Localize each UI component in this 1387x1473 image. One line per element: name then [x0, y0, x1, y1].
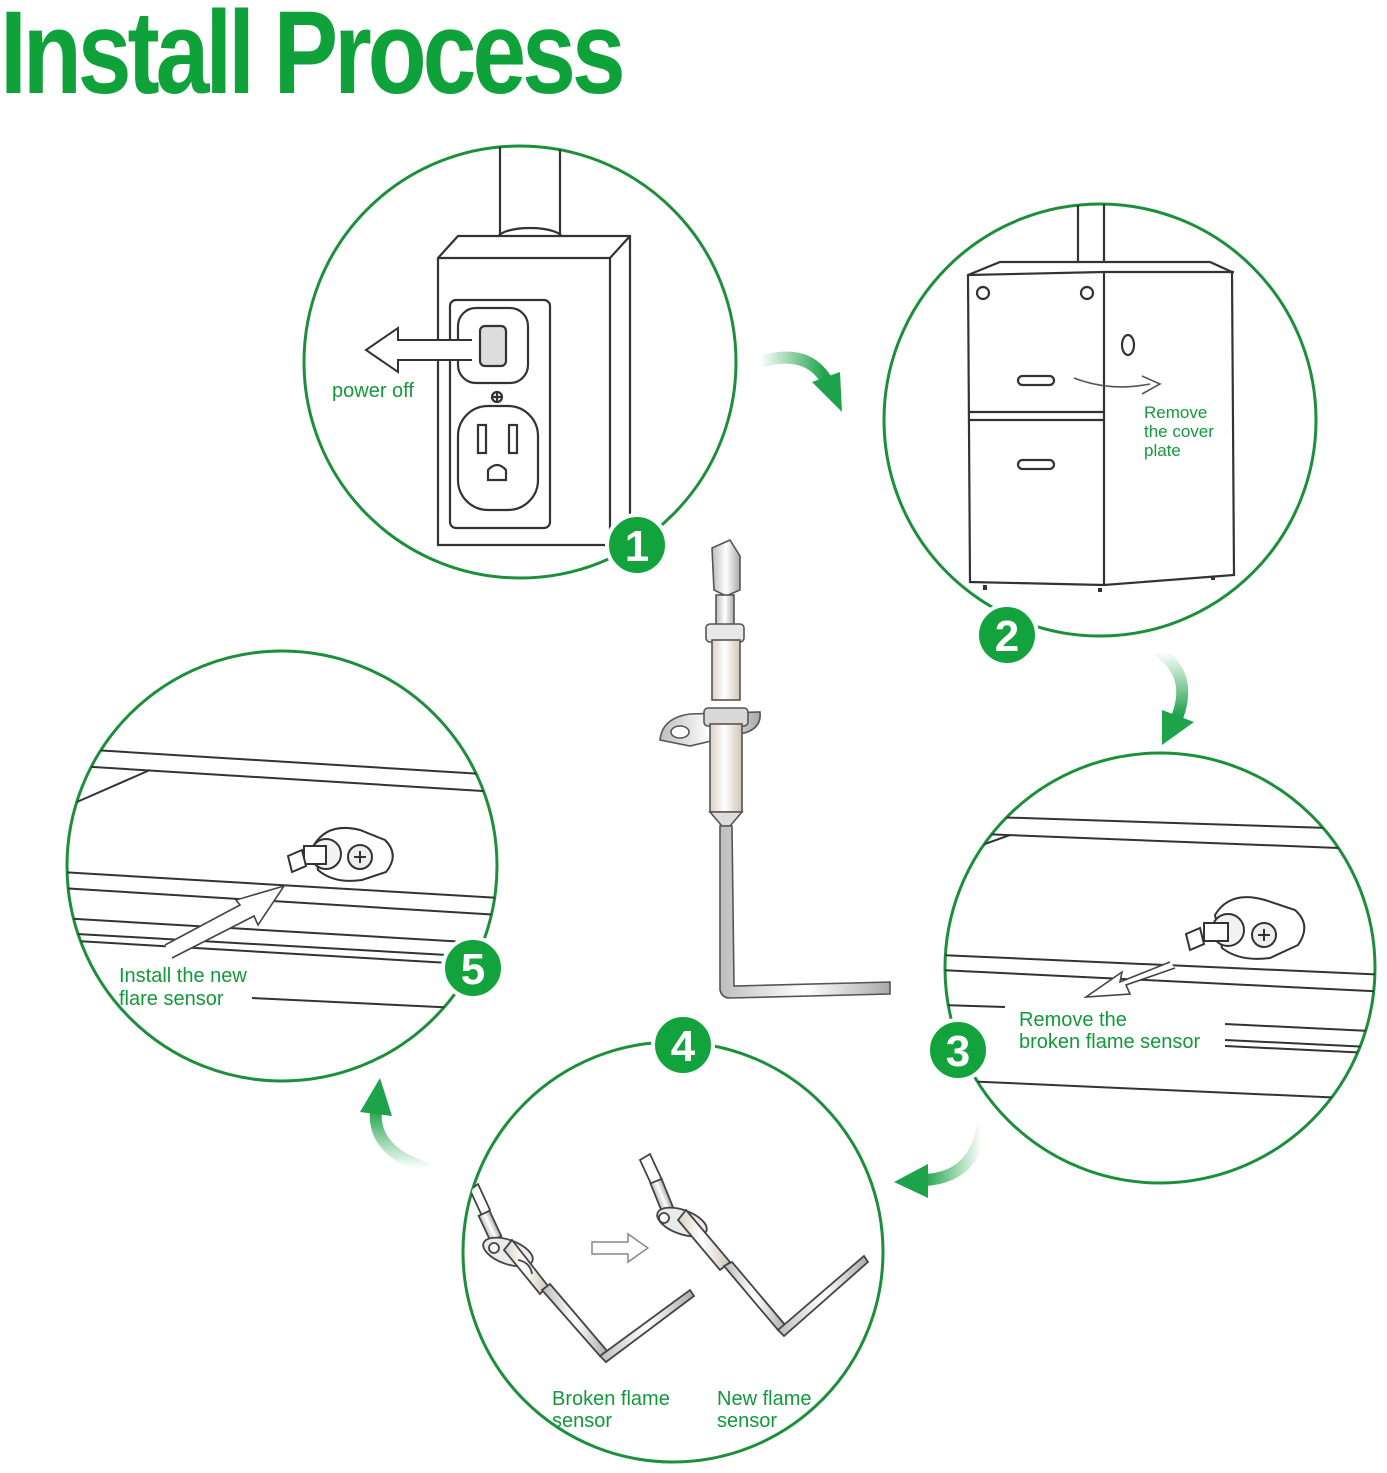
step-5-circle — [65, 649, 499, 1083]
step-2-badge — [975, 603, 1039, 667]
broken-sensor-illustration — [468, 1182, 696, 1364]
step-1-label: power off — [332, 380, 414, 402]
step-2: Remove the cover plate 2 — [882, 202, 1318, 667]
furnace-illustration — [966, 204, 1236, 592]
step-5-number: 5 — [461, 945, 485, 994]
flow-arrow-2-to-3 — [1154, 646, 1194, 745]
step-3-number: 3 — [946, 1027, 970, 1076]
sensor-removal-illustration — [945, 814, 1375, 1101]
step-4-label-new: New flame sensor — [717, 1388, 817, 1432]
flow-arrow-1-to-2 — [754, 351, 842, 412]
step-1: power off 1 — [302, 144, 738, 580]
sensor-install-illustration — [67, 747, 497, 1011]
page-title: Install Process — [0, 0, 626, 119]
step-5-badge — [441, 936, 505, 1000]
step-4-label-broken: Broken flame sensor — [552, 1388, 675, 1432]
new-sensor-illustration — [638, 1152, 870, 1338]
step-5-label: Install the new flare sensor — [119, 965, 252, 1010]
step-3-badge — [926, 1018, 990, 1082]
step-4-number: 4 — [671, 1022, 696, 1071]
step-4: Broken flame sensor New flame sensor 4 — [461, 1013, 885, 1464]
flame-sensor-product — [659, 538, 891, 999]
step-2-label: Remove the cover plate — [1144, 403, 1219, 460]
step-3: Remove the broken flame sensor 3 — [926, 751, 1377, 1185]
step-4-badge — [651, 1013, 715, 1077]
step-1-number: 1 — [625, 522, 649, 571]
step-3-label: Remove the broken flame sensor — [1019, 1009, 1201, 1053]
step-5: Install the new flare sensor 5 — [65, 649, 505, 1083]
swap-arrow-icon — [591, 1232, 650, 1264]
step-1-badge — [605, 513, 669, 577]
flow-arrow-3-to-4 — [894, 1124, 988, 1198]
outlet-illustration — [364, 146, 632, 547]
sensor-comparison-illustration — [468, 1152, 870, 1364]
flow-arrow-4-to-5 — [360, 1078, 431, 1174]
step-2-number: 2 — [995, 612, 1019, 661]
